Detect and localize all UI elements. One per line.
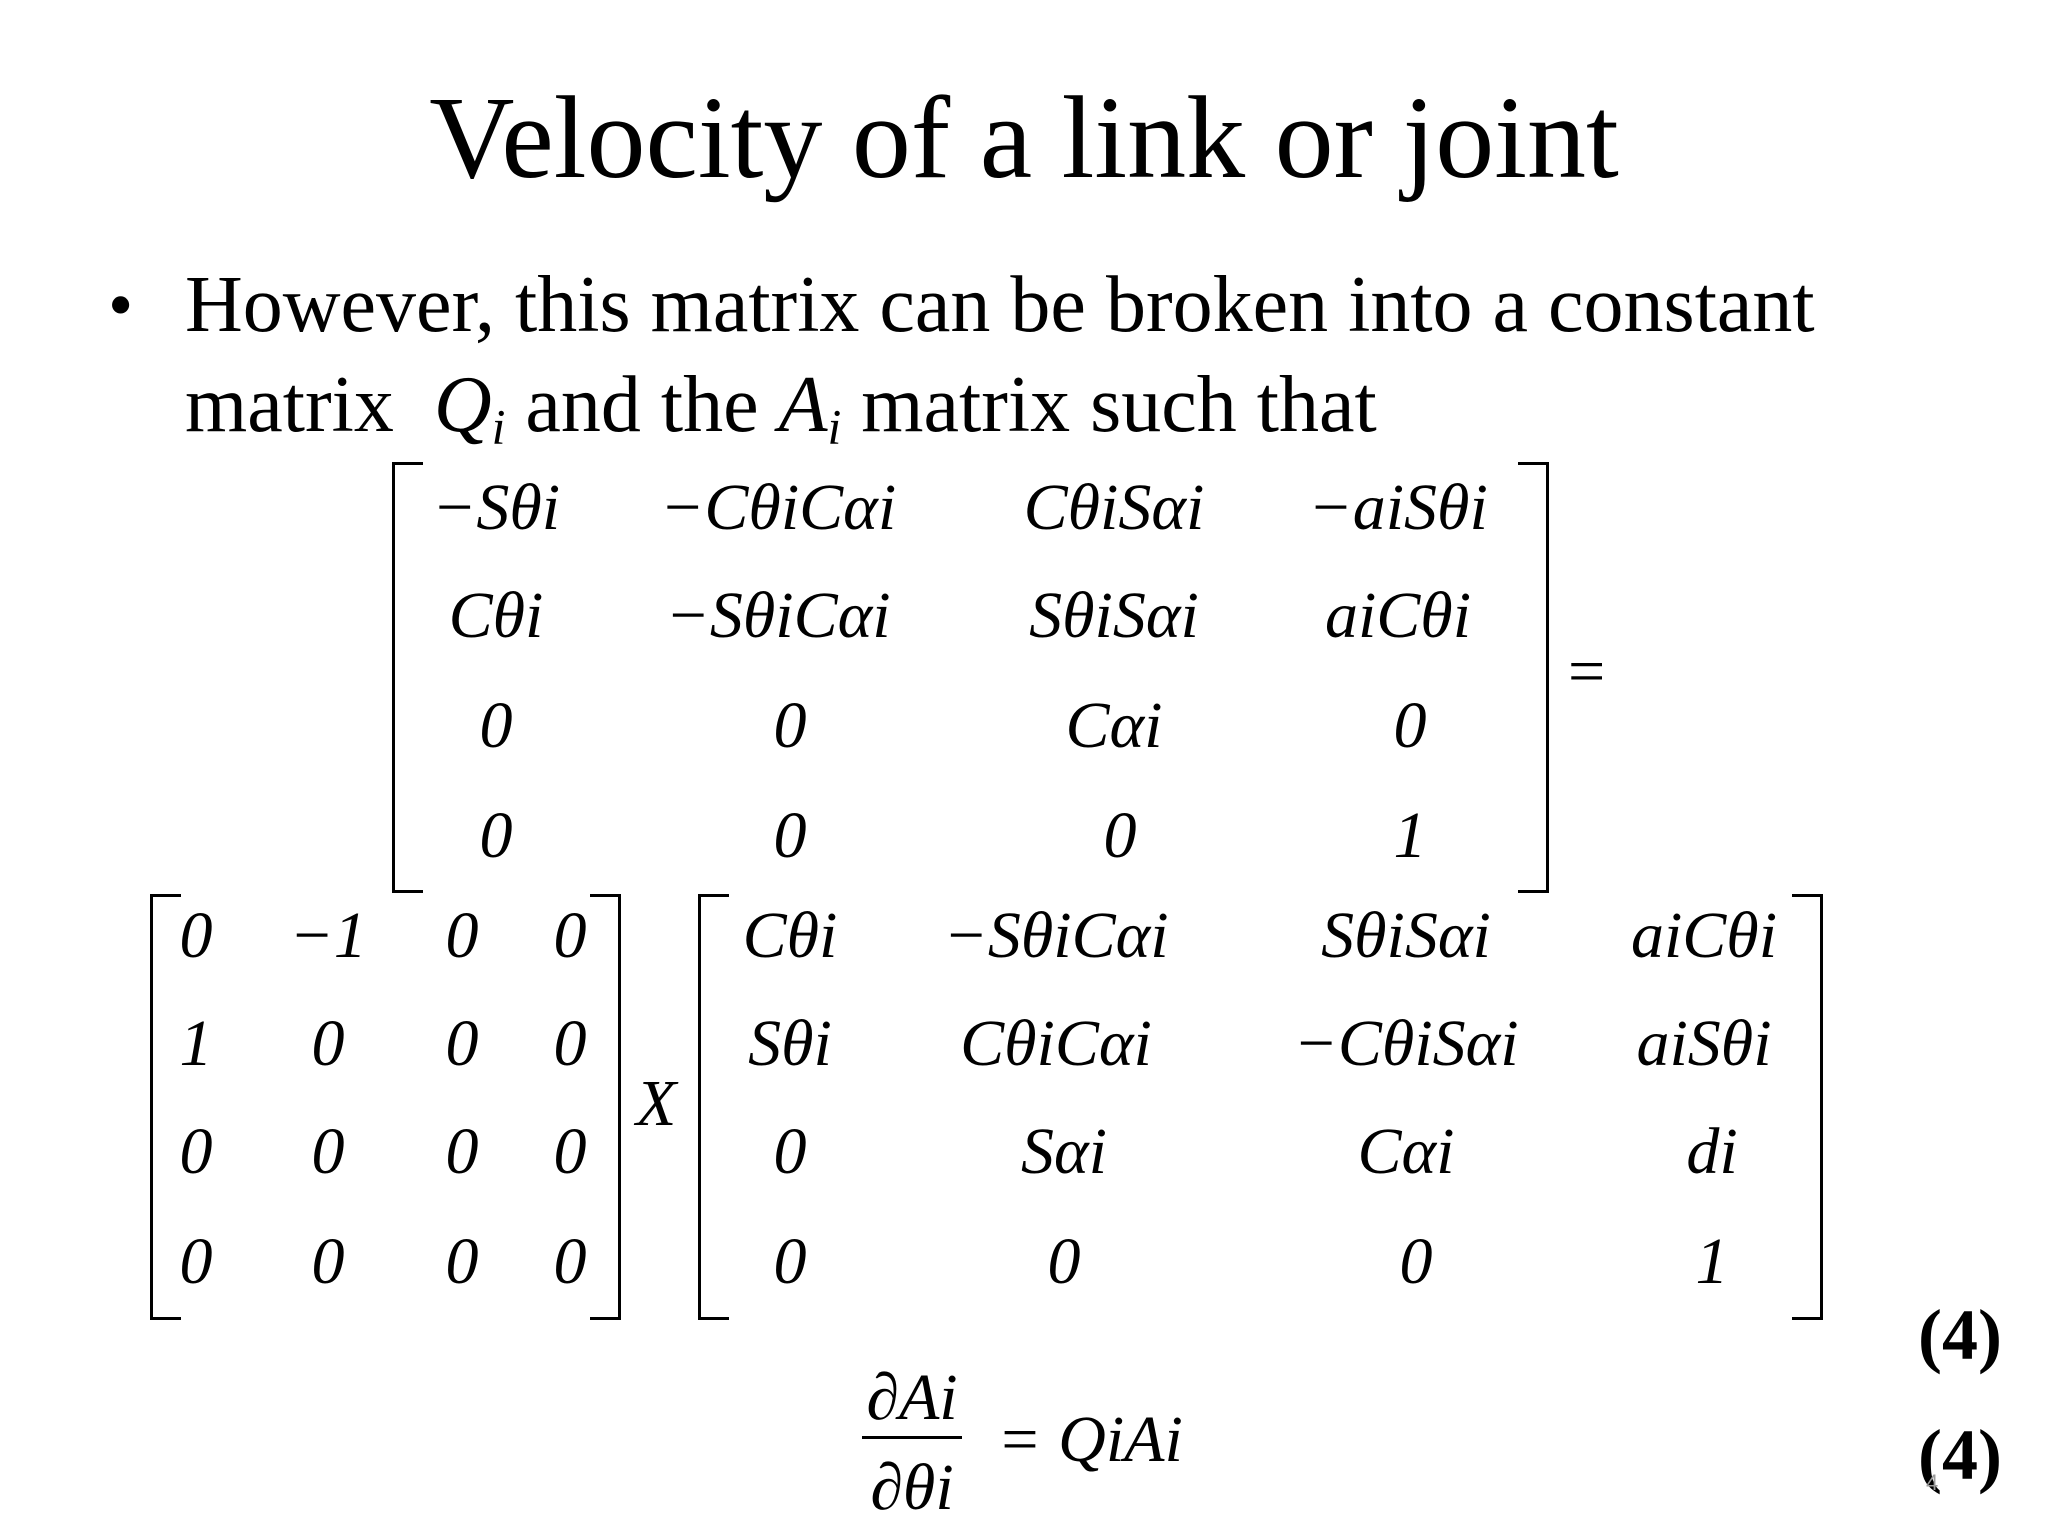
matrix-q-cell: 0 xyxy=(179,899,213,972)
equals-sign: = xyxy=(1568,635,1606,708)
equation-number: (4) xyxy=(1918,1415,2002,1495)
matrix-q-cell: 0 xyxy=(311,1115,345,1188)
matrix-a-cell: Sαi xyxy=(1021,1115,1107,1188)
symbol-a: Ai xyxy=(778,361,842,455)
matrix-top-left-bracket xyxy=(392,462,423,893)
matrix-a-cell: 0 xyxy=(1047,1225,1081,1298)
matrix-a-cell: 0 xyxy=(773,1115,807,1188)
bullet-text-line-1: However, this matrix can be broken into … xyxy=(185,261,1815,349)
matrix-q-cell: 0 xyxy=(445,1225,479,1298)
matrix-top-cell: −CθiCαi xyxy=(659,471,897,544)
times-sign: X xyxy=(636,1067,677,1140)
matrix-a-cell: di xyxy=(1686,1115,1738,1188)
derivative-rhs: = QiAi xyxy=(997,1403,1183,1476)
page-number: 4 xyxy=(1926,1470,1939,1495)
matrix-q-cell: 0 xyxy=(179,1225,213,1298)
matrix-q-cell: 0 xyxy=(553,1115,587,1188)
bullet-text-matrix: matrix xyxy=(185,361,394,449)
bullet-text-and-the: and the xyxy=(525,361,759,449)
matrix-q-cell: 0 xyxy=(179,1115,213,1188)
matrix-q-cell: 0 xyxy=(445,1007,479,1080)
fraction-bar xyxy=(862,1436,962,1439)
matrix-top-cell: 0 xyxy=(1393,689,1427,762)
derivative-numerator: ∂Ai xyxy=(866,1361,958,1434)
matrix-q-cell: 0 xyxy=(445,899,479,972)
matrix-q-cell: −1 xyxy=(289,899,367,972)
slide-title: Velocity of a link or joint xyxy=(429,72,1619,203)
matrix-top-cell: −Sθi xyxy=(431,471,561,544)
matrix-a-cell: aiSθi xyxy=(1636,1007,1772,1080)
matrix-top-cell: −aiSθi xyxy=(1308,471,1488,544)
equation-number: (4) xyxy=(1918,1295,2002,1375)
matrix-q-cell: 1 xyxy=(179,1007,213,1080)
bullet-text-matrix-such-that: matrix such that xyxy=(861,361,1377,449)
matrix-top-cell: aiCθi xyxy=(1324,579,1472,652)
bullet-text-line-2: matrix Qi and the Ai matrix such that xyxy=(185,355,1377,477)
matrix-q-right-bracket xyxy=(590,894,621,1320)
matrix-q-cell: 0 xyxy=(311,1007,345,1080)
matrix-top-cell: CθiSαi xyxy=(1023,471,1205,544)
matrix-top-cell: SθiSαi xyxy=(1029,579,1199,652)
matrix-a-cell: 0 xyxy=(773,1225,807,1298)
matrix-top-cell: 0 xyxy=(773,799,807,872)
matrix-a-left-bracket xyxy=(698,894,729,1320)
matrix-top-cell: 1 xyxy=(1393,799,1427,872)
matrix-a-cell: Sθi xyxy=(748,1007,832,1080)
matrix-q-left-bracket xyxy=(150,894,181,1320)
matrix-top-cell: 0 xyxy=(479,689,513,762)
matrix-a-cell: 1 xyxy=(1695,1225,1729,1298)
matrix-top-cell: −SθiCαi xyxy=(665,579,891,652)
matrix-a-cell: Cθi xyxy=(742,899,838,972)
matrix-q-cell: 0 xyxy=(445,1115,479,1188)
matrix-q-cell: 0 xyxy=(553,899,587,972)
matrix-a-cell: −CθiSαi xyxy=(1293,1007,1519,1080)
matrix-a-right-bracket xyxy=(1792,894,1823,1320)
matrix-top-cell: Cαi xyxy=(1065,689,1163,762)
matrix-top-cell: Cθi xyxy=(448,579,544,652)
matrix-top-right-bracket xyxy=(1518,462,1549,893)
matrix-a-cell: 0 xyxy=(1399,1225,1433,1298)
matrix-a-cell: aiCθi xyxy=(1630,899,1778,972)
matrix-a-cell: Cαi xyxy=(1357,1115,1455,1188)
matrix-a-cell: −SθiCαi xyxy=(943,899,1169,972)
symbol-q: Qi xyxy=(433,361,506,455)
matrix-q-cell: 0 xyxy=(311,1225,345,1298)
matrix-q-cell: 0 xyxy=(553,1007,587,1080)
matrix-top-cell: 0 xyxy=(773,689,807,762)
bullet-marker: • xyxy=(108,265,134,345)
matrix-top-cell: 0 xyxy=(1103,799,1137,872)
derivative-denominator: ∂θi xyxy=(870,1451,954,1524)
matrix-q-cell: 0 xyxy=(553,1225,587,1298)
matrix-a-cell: SθiSαi xyxy=(1321,899,1491,972)
matrix-top-cell: 0 xyxy=(479,799,513,872)
matrix-a-cell: CθiCαi xyxy=(960,1007,1152,1080)
